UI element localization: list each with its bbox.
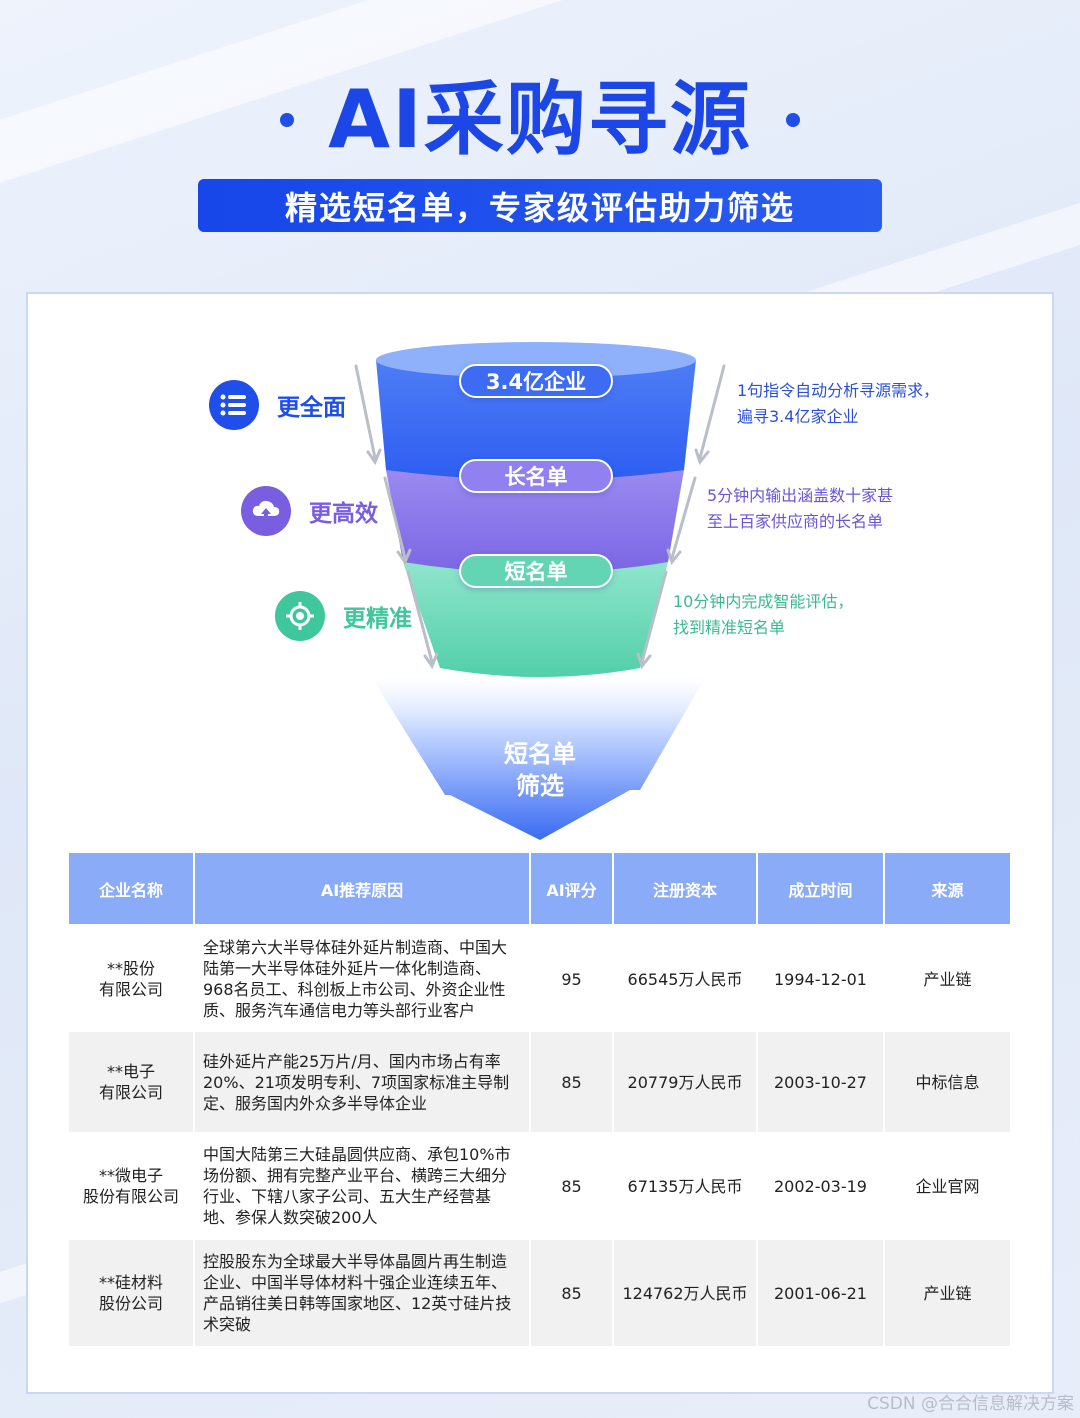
capital-cell: 66545万人民币 [613,926,758,1032]
capital-cell: 124762万人民币 [613,1240,758,1346]
company-name-line: **电子 [106,1062,155,1081]
source-cell: 中标信息 [884,1032,1010,1132]
company-name-line: 股份有限公司 [82,1187,179,1206]
company-name-cell: **电子有限公司 [69,1032,195,1132]
founded-cell: 1994-12-01 [757,926,885,1032]
arrow-caption-line1: 短名单 [504,740,576,768]
source-cell: 产业链 [884,926,1010,1032]
feature-precise: 更精准 [275,591,412,641]
upload-cloud-icon [241,486,291,536]
right-arrow-1 [694,364,726,466]
capital-cell: 20779万人民币 [613,1032,758,1132]
stage-description-3: 10分钟内完成智能评估， 找到精准短名单 [673,589,853,641]
capital-cell: 67135万人民币 [613,1132,758,1240]
feature-comprehensive: 更全面 [209,380,346,430]
stage-description-2: 5分钟内输出涵盖数十家甚 至上百家供应商的长名单 [707,483,893,535]
founded-cell: 2001-06-21 [757,1240,885,1346]
score-cell: 85 [530,1240,614,1346]
feature-label: 更精准 [343,606,412,632]
company-name-line: **硅材料 [98,1273,163,1292]
column-header-company: 企业名称 [69,853,195,924]
page-title: AI采购寻源 [328,73,752,166]
title-left-dot [280,113,295,127]
description-line: 5分钟内输出涵盖数十家甚 [707,486,894,505]
left-arrow-3 [406,570,439,670]
description-line: 10分钟内完成智能评估， [673,592,854,611]
description-line: 遍寻3.4亿家企业 [737,407,859,426]
company-name-line: **股份 [106,959,155,978]
right-arrow-2 [666,476,697,566]
stage-pill-enterprises: 3.4亿企业 [459,364,613,398]
company-name-cell: **微电子股份有限公司 [69,1132,195,1240]
title-area: AI采购寻源 [0,70,1080,170]
column-header-founded: 成立时间 [757,853,885,924]
score-cell: 85 [530,1132,614,1240]
feature-label: 更全面 [277,395,346,421]
table-header-row: 企业名称 AI推荐原因 AI评分 注册资本 成立时间 来源 [69,853,1010,924]
company-name-line: **微电子 [98,1166,163,1185]
description-line: 找到精准短名单 [673,618,786,637]
subtitle-banner: 精选短名单，专家级评估助力筛选 [198,179,882,232]
target-icon [275,591,325,641]
founded-cell: 2003-10-27 [757,1032,885,1132]
funnel-stage-purple [386,470,684,573]
column-header-source: 来源 [884,853,1010,924]
company-name-line: 有限公司 [98,1083,163,1102]
reason-cell: 中国大陆第三大硅晶圆供应商、承包10%市场份额、拥有完整产业平台、横跨三大细分行… [194,1132,531,1240]
founded-cell: 2002-03-19 [757,1132,885,1240]
left-arrow-2 [383,476,412,566]
table-row: **电子有限公司 硅外延片产能25万片/月、国内市场占有率20%、21项发明专利… [69,1032,1010,1132]
company-name-cell: **股份有限公司 [69,926,195,1032]
column-header-score: AI评分 [530,853,614,924]
score-cell: 95 [530,926,614,1032]
company-name-line: 股份公司 [98,1294,163,1313]
stage-pill-short-list: 短名单 [459,554,613,588]
down-arrow-shape [372,678,705,840]
arrow-caption-line2: 筛选 [516,772,564,800]
reason-cell: 硅外延片产能25万片/月、国内市场占有率20%、21项发明专利、7项国家标准主导… [194,1032,531,1132]
shortlist-table: 企业名称 AI推荐原因 AI评分 注册资本 成立时间 来源 **股份有限公司 全… [69,853,1010,1346]
title-right-dot [785,113,800,127]
list-icon [209,380,259,430]
column-header-reason: AI推荐原因 [194,853,531,924]
stage-description-1: 1句指令自动分析寻源需求， 遍寻3.4亿家企业 [737,378,939,430]
watermark-text: CSDN @合合信息解决方案 [867,1394,1074,1414]
left-arrow-1 [354,364,382,466]
feature-efficient: 更高效 [241,486,378,536]
description-line: 1句指令自动分析寻源需求， [737,381,940,400]
table-row: **微电子股份有限公司 中国大陆第三大硅晶圆供应商、承包10%市场份额、拥有完整… [69,1132,1010,1240]
table-row: **硅材料股份公司 控股股东为全球最大半导体晶圆片再生制造企业、中国半导体材料十… [69,1240,1010,1346]
company-name-line: 有限公司 [98,980,163,999]
reason-cell: 控股股东为全球最大半导体晶圆片再生制造企业、中国半导体材料十强企业连续五年、产品… [194,1240,531,1346]
source-cell: 企业官网 [884,1132,1010,1240]
feature-label: 更高效 [309,501,378,527]
funnel-stage-blue [376,360,696,480]
table-row: **股份有限公司 全球第六大半导体硅外延片制造商、中国大陆第一大半导体硅外延片一… [69,926,1010,1032]
stage-pill-long-list: 长名单 [459,459,613,493]
right-arrow-3 [636,570,668,670]
score-cell: 85 [530,1032,614,1132]
funnel-top-rim [376,342,696,378]
funnel-graphic [354,342,726,840]
column-header-capital: 注册资本 [613,853,758,924]
funnel-stage-green [403,562,668,677]
description-line: 至上百家供应商的长名单 [707,512,884,531]
reason-cell: 全球第六大半导体硅外延片制造商、中国大陆第一大半导体硅外延片一体化制造商、968… [194,926,531,1032]
source-cell: 产业链 [884,1240,1010,1346]
company-name-cell: **硅材料股份公司 [69,1240,195,1346]
